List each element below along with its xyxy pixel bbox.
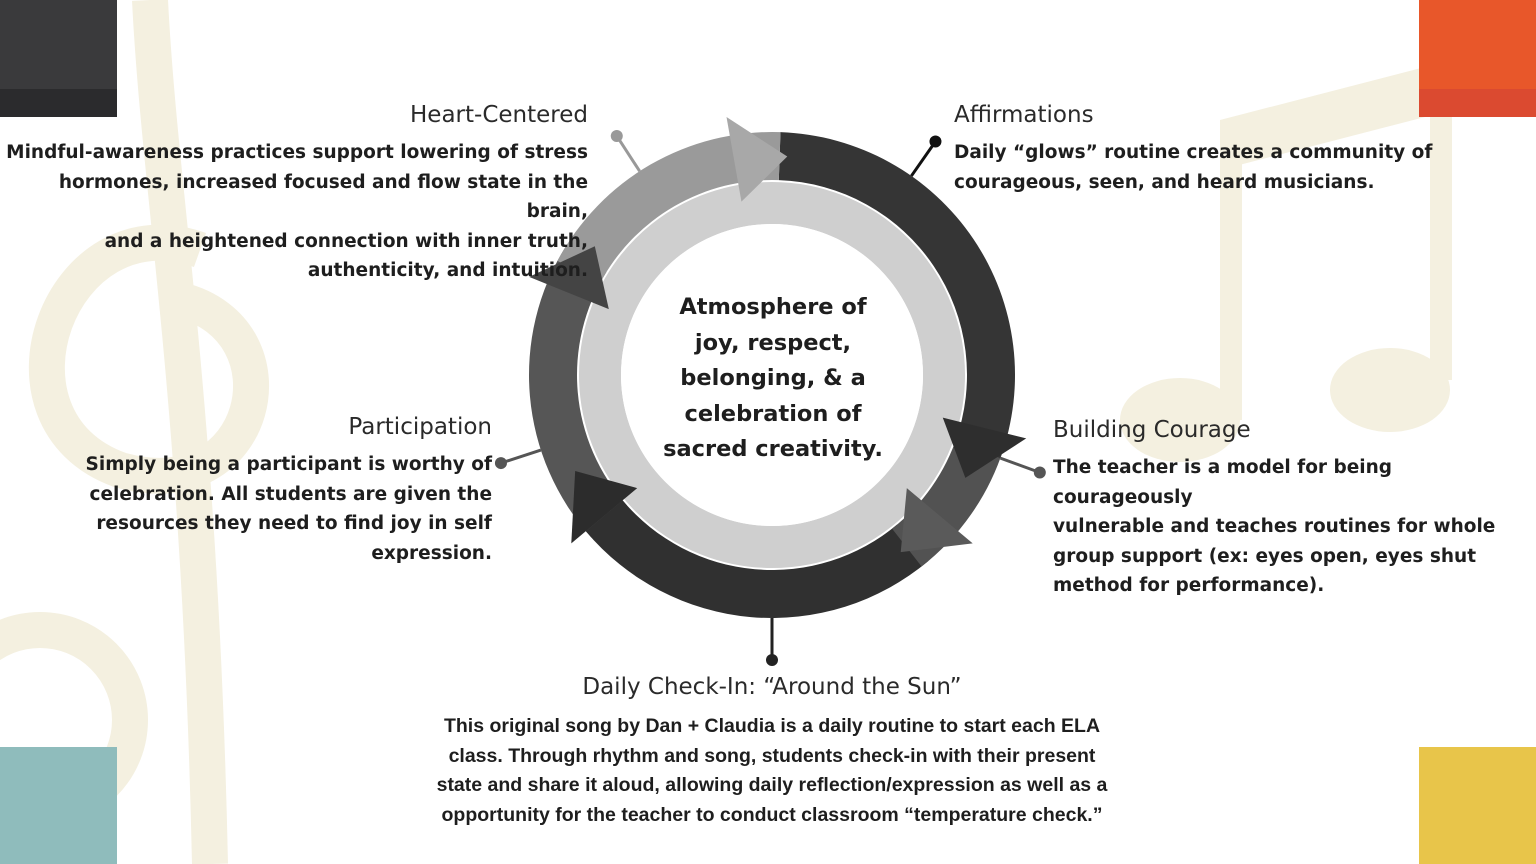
building-courage-block: Building Courage The teacher is a model … <box>1053 417 1536 601</box>
daily-check-in-line: class. Through rhythm and song, students… <box>448 744 1096 767</box>
center-line: celebration of <box>684 400 862 427</box>
participation-line: Simply being a participant is worthy of <box>85 454 492 475</box>
daily-check-in-line: opportunity for the teacher to conduct c… <box>441 803 1103 826</box>
building-courage-line: group support (ex: eyes open, eyes shut <box>1053 545 1477 567</box>
daily-check-in-line: state and share it aloud, allowing daily… <box>436 774 1108 796</box>
building-courage-line: The teacher is a model for being courage… <box>1053 457 1393 508</box>
daily-check-in-block: Daily Check-In: “Around the Sun” This or… <box>372 674 1172 830</box>
connector-dot-icon <box>1033 466 1046 479</box>
participation-line: celebration. All students are given the <box>89 483 492 505</box>
arrow-head-icon <box>571 471 638 544</box>
building-courage-line: vulnerable and teaches routines for whol… <box>1053 516 1496 537</box>
connector-line <box>615 135 641 173</box>
affirmations-title: Affirmations <box>954 102 1094 128</box>
connector-line <box>500 448 542 465</box>
corner-block-bottom-right <box>1419 747 1536 864</box>
connector-line <box>910 140 937 177</box>
corner-block-top-left <box>0 0 117 117</box>
music-note-icon <box>1120 60 1452 462</box>
affirmations-line: Daily “glows” routine creates a communit… <box>954 142 1433 163</box>
participation-line: expression. <box>371 542 492 564</box>
ring-segment-heart-centered <box>557 131 781 284</box>
connector-line <box>999 456 1041 474</box>
affirmations-block: Affirmations Daily “glows” routine creat… <box>954 102 1432 197</box>
connector-dot-icon <box>494 457 507 470</box>
inner-ring <box>579 182 965 568</box>
arrow-head-icon <box>942 417 1027 478</box>
ring-segment-affirmations <box>778 132 1015 459</box>
affirmations-line: courageous, seen, and heard musicians. <box>954 171 1375 193</box>
center-line: Atmosphere of <box>679 294 867 320</box>
arrow-head-icon <box>900 488 973 553</box>
heart-centered-line: Mindful-awareness practices support lowe… <box>6 142 588 163</box>
heart-centered-line: authenticity, and intuition. <box>307 260 588 281</box>
arrow-head-icon <box>529 246 609 310</box>
participation-line: resources they need to find joy in self <box>96 513 492 534</box>
heart-centered-line: and a heightened connection with inner t… <box>104 230 588 252</box>
heart-centered-line: hormones, increased focused and flow sta… <box>58 171 588 223</box>
heart-centered-title: Heart-Centered <box>410 102 588 128</box>
center-line: joy, respect, <box>694 329 852 356</box>
heart-centered-block: Heart-Centered Mindful-awareness practic… <box>0 102 588 286</box>
connector-dot-icon <box>766 654 778 666</box>
ring-segment-participation <box>528 246 628 538</box>
corner-block-bottom-left <box>0 747 117 864</box>
participation-block: Participation Simply being a participant… <box>86 414 492 568</box>
building-courage-line: method for performance). <box>1053 575 1325 596</box>
daily-check-in-title: Daily Check-In: “Around the Sun” <box>582 674 962 700</box>
treble-clef-icon <box>132 0 228 864</box>
center-line: sacred creativity. <box>663 436 883 462</box>
building-courage-title: Building Courage <box>1053 417 1251 443</box>
ring-segment-check-in <box>585 500 929 618</box>
center-statement: Atmosphere of joy, respect, belonging, &… <box>622 290 924 468</box>
center-line: belonging, & a <box>680 365 866 391</box>
center-circle <box>621 224 923 526</box>
daily-check-in-line: This original song by Dan + Claudia is a… <box>443 715 1101 737</box>
connector-dot-icon <box>610 129 623 142</box>
participation-title: Participation <box>348 414 492 440</box>
corner-block-top-right <box>1419 0 1536 117</box>
arrow-head-icon <box>726 116 788 202</box>
connector-dot-icon <box>929 135 942 148</box>
